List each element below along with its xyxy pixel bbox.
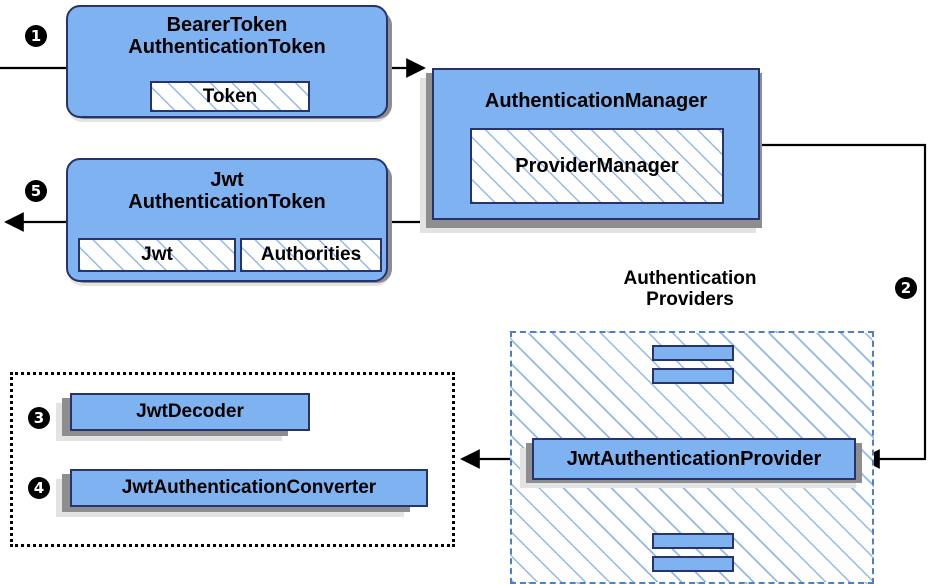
authentication-providers-caption-line1: Authentication — [623, 268, 757, 289]
badge-step-3-label: 3 — [33, 409, 45, 427]
jwt-token-title: Jwt AuthenticationToken — [68, 169, 386, 214]
provider-stub-bar-top-2 — [652, 368, 734, 384]
jwt-authentication-converter-node[interactable]: JwtAuthenticationConverter — [70, 469, 428, 507]
jwt-support-group-container — [10, 372, 455, 547]
authentication-manager-title: AuthenticationManager — [434, 90, 758, 112]
authentication-manager-node[interactable]: AuthenticationManager ProviderManager — [432, 68, 760, 220]
badge-step-4: 4 — [28, 477, 50, 499]
badge-step-1-label: 1 — [30, 27, 42, 45]
authentication-providers-caption-line2: Providers — [646, 289, 734, 311]
jwt-token-slot-authorities[interactable]: Authorities — [240, 238, 382, 272]
jwt-authentication-token-node[interactable]: Jwt AuthenticationToken Jwt Authorities — [66, 158, 388, 282]
jwt-token-title-line1: Jwt — [210, 169, 244, 191]
authentication-providers-caption: Authentication Providers — [575, 268, 805, 311]
badge-step-5-label: 5 — [30, 182, 42, 200]
provider-manager-slot[interactable]: ProviderManager — [470, 128, 724, 204]
jwt-decoder-label: JwtDecoder — [136, 401, 244, 422]
badge-step-1: 1 — [25, 25, 47, 47]
badge-step-4-label: 4 — [33, 479, 45, 497]
badge-step-3: 3 — [28, 407, 50, 429]
authentication-manager-title-text: AuthenticationManager — [484, 90, 708, 112]
bearer-token-slot[interactable]: Token — [150, 81, 310, 112]
jwt-authentication-provider-label: JwtAuthenticationProvider — [566, 447, 822, 470]
provider-stub-bar-top-1 — [652, 345, 734, 361]
bearer-token-title-line2: AuthenticationToken — [128, 36, 326, 59]
bearer-token-slot-label: Token — [202, 85, 258, 107]
bearer-token-title-line1: BearerToken — [166, 14, 288, 36]
jwt-authentication-converter-label: JwtAuthenticationConverter — [121, 477, 377, 498]
provider-manager-label: ProviderManager — [515, 154, 679, 177]
jwt-token-title-line2: AuthenticationToken — [128, 191, 326, 214]
badge-step-5: 5 — [25, 180, 47, 202]
badge-step-2: 2 — [895, 277, 917, 299]
badge-step-2-label: 2 — [900, 279, 912, 297]
jwt-authentication-provider-node[interactable]: JwtAuthenticationProvider — [532, 438, 856, 480]
bearer-token-authentication-token-node[interactable]: BearerToken AuthenticationToken Token — [66, 5, 388, 118]
provider-stub-bar-bottom-1 — [652, 533, 734, 549]
provider-stub-bar-bottom-2 — [652, 556, 734, 572]
jwt-token-slot-jwt-label: Jwt — [141, 244, 173, 265]
jwt-token-slot-jwt[interactable]: Jwt — [78, 238, 236, 272]
jwt-token-slot-authorities-label: Authorities — [260, 244, 362, 265]
jwt-decoder-node[interactable]: JwtDecoder — [70, 393, 310, 431]
bearer-token-title: BearerToken AuthenticationToken — [68, 14, 386, 59]
